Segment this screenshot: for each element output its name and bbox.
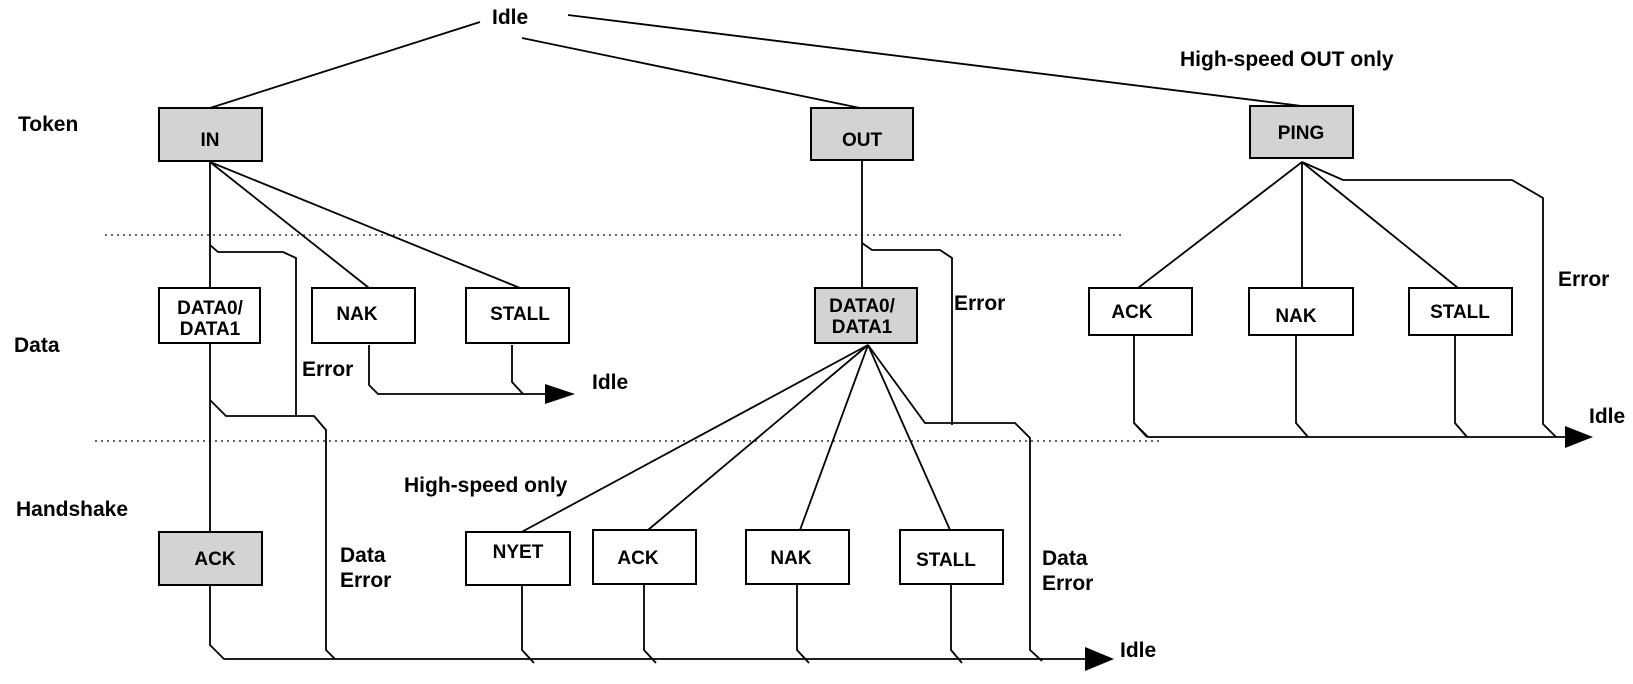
in-data-idle-label: Idle (592, 371, 628, 394)
ping-idle-line (1133, 422, 1570, 438)
out-nak-box (745, 529, 850, 585)
out-data-to-ack-line (647, 344, 869, 531)
idle-to-out-line (521, 37, 861, 109)
out-nak-to-idle-line (796, 585, 810, 664)
out-error-label: Error (954, 292, 1005, 315)
data-row-label: Data (14, 334, 60, 357)
idle-top-label: Idle (492, 6, 528, 29)
in-data-error-label-2: Error (340, 569, 391, 592)
in-stall-label: STALL (490, 304, 550, 325)
in-token-box (158, 107, 263, 162)
high-speed-out-only-label: High-speed OUT only (1180, 48, 1394, 71)
in-ack-box (158, 531, 263, 586)
ping-error-path (1301, 161, 1557, 438)
in-nak-to-idle-line (368, 345, 545, 395)
ping-idle-arrow (1565, 426, 1593, 448)
out-ack-box (592, 529, 697, 585)
out-data-error-label-2: Error (1042, 572, 1093, 595)
ping-ack-box (1088, 287, 1193, 336)
nyet-to-idle-line (521, 585, 535, 664)
out-stall-label: STALL (916, 550, 976, 571)
in-stall-box (465, 287, 570, 344)
out-stall-box (899, 529, 1004, 585)
ping-idle-label: Idle (1589, 405, 1625, 428)
in-token-label: IN (201, 130, 220, 151)
high-speed-only-label: High-speed only (404, 474, 568, 497)
out-data-error-path (867, 344, 1043, 662)
ping-to-stall-line (1301, 161, 1459, 289)
ping-nak-box (1248, 287, 1354, 336)
handshake-row-label: Handshake (16, 498, 128, 521)
out-token-label: OUT (842, 130, 883, 151)
out-stall-to-idle-line (950, 585, 963, 664)
out-data-to-stall-line (867, 344, 951, 531)
bottom-idle-label: Idle (1120, 639, 1156, 662)
bottom-idle-arrow (1085, 647, 1114, 671)
out-data-error-label-1: Data (1042, 547, 1088, 570)
out-nyet-box (465, 531, 571, 586)
ping-nak-to-idle-line (1295, 335, 1309, 438)
ping-token-label: PING (1278, 123, 1324, 144)
ping-stall-label: STALL (1430, 302, 1490, 323)
idle-to-ping-line (567, 14, 1303, 107)
bottom-idle-line (209, 585, 1090, 660)
in-to-stall-line (209, 161, 521, 289)
ping-token-box (1249, 105, 1354, 159)
out-nak-label: NAK (770, 548, 811, 569)
in-to-nak-line (209, 161, 370, 289)
ping-stall-box (1408, 287, 1513, 336)
in-data-label-2: DATA1 (180, 319, 241, 340)
out-data-to-nyet-line (515, 344, 869, 536)
out-ack-to-idle-line (643, 585, 657, 664)
ping-error-label: Error (1558, 268, 1609, 291)
out-token-box (810, 107, 914, 161)
token-row-label: Token (18, 113, 78, 136)
out-data-to-nak-line (799, 344, 869, 531)
out-data-label-2: DATA1 (832, 317, 893, 338)
ping-nak-label: NAK (1275, 306, 1316, 327)
in-data-error-label-1: Data (340, 544, 386, 567)
out-ack-label: ACK (617, 548, 658, 569)
ping-ack-to-idle-line (1133, 335, 1148, 438)
out-error-path (861, 242, 953, 425)
in-error-path (209, 244, 297, 415)
idle-to-in-line (209, 21, 481, 109)
in-data-error-path (209, 399, 336, 660)
in-nak-box (311, 287, 416, 344)
in-data-label-1: DATA0/ (177, 298, 244, 319)
in-error-label: Error (302, 358, 353, 381)
out-data-label-1: DATA0/ (829, 296, 896, 317)
in-ack-label: ACK (194, 549, 235, 570)
in-idle-arrow (545, 384, 575, 404)
ping-stall-to-idle-line (1454, 335, 1468, 438)
in-stall-to-idle-line (511, 345, 524, 395)
ping-ack-label: ACK (1111, 302, 1152, 323)
out-nyet-label: NYET (493, 542, 544, 563)
in-nak-label: NAK (336, 304, 377, 325)
in-data-box (158, 287, 261, 344)
out-data-box (814, 287, 918, 344)
ping-to-ack-line (1137, 161, 1303, 289)
